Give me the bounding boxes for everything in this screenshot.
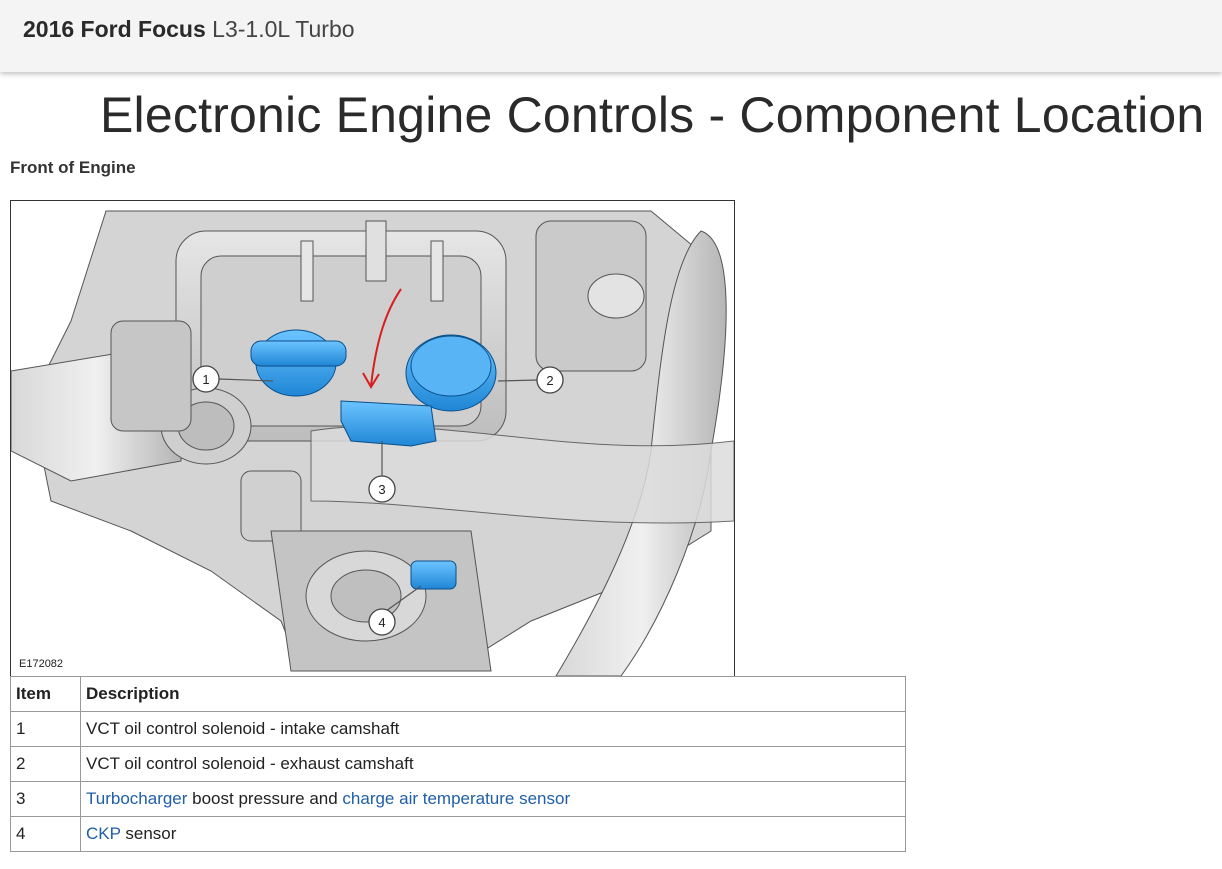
callout-2: 2 bbox=[536, 366, 564, 394]
callout-leaders bbox=[218, 378, 539, 612]
callout-label-4: 4 bbox=[378, 615, 385, 630]
item-description: VCT oil control solenoid - intake camsha… bbox=[80, 711, 906, 747]
callout-4: 4 bbox=[368, 608, 396, 636]
vehicle-engine: L3-1.0L Turbo bbox=[212, 16, 355, 42]
item-number: 3 bbox=[10, 781, 81, 817]
callout-label-2: 2 bbox=[546, 373, 553, 388]
table-row: 1 VCT oil control solenoid - intake cams… bbox=[10, 711, 906, 747]
item-number: 4 bbox=[10, 816, 81, 852]
callout-3: 3 bbox=[368, 475, 396, 503]
vehicle-make-model: 2016 Ford Focus bbox=[23, 16, 206, 42]
item-description: VCT oil control solenoid - exhaust camsh… bbox=[80, 746, 906, 782]
top-bar: 2016 Ford Focus L3-1.0L Turbo bbox=[0, 0, 1222, 72]
component-table: Item Description 1 VCT oil control solen… bbox=[10, 676, 906, 852]
section-heading: Front of Engine bbox=[10, 158, 136, 177]
annotation-arrow bbox=[362, 288, 402, 389]
engine-diagram: 1 2 3 4 E172082 bbox=[10, 200, 735, 677]
ckp-link[interactable]: CKP bbox=[86, 824, 121, 843]
turbocharger-link[interactable]: Turbocharger bbox=[86, 789, 188, 808]
engine-illustration: 1 2 3 4 bbox=[11, 210, 734, 676]
charge-air-temperature-sensor-link[interactable]: charge air temperature sensor bbox=[342, 789, 571, 808]
item-description: Turbocharger boost pressure and charge a… bbox=[80, 781, 906, 817]
table-row: 2 VCT oil control solenoid - exhaust cam… bbox=[10, 746, 906, 782]
vehicle-title: 2016 Ford Focus L3-1.0L Turbo bbox=[23, 16, 355, 43]
callout-1: 1 bbox=[192, 365, 220, 393]
callout-label-1: 1 bbox=[202, 372, 209, 387]
intake-pipe bbox=[310, 230, 734, 676]
column-header-description: Description bbox=[80, 676, 906, 712]
description-text: sensor bbox=[120, 824, 177, 843]
item-number: 2 bbox=[10, 746, 81, 782]
item-number: 1 bbox=[10, 711, 81, 747]
item-description: CKP sensor bbox=[80, 816, 906, 852]
callout-label-3: 3 bbox=[378, 482, 385, 497]
table-row: 3 Turbocharger boost pressure and charge… bbox=[10, 781, 906, 817]
highlight-components bbox=[250, 329, 497, 590]
figure-code: E172082 bbox=[19, 658, 64, 670]
page-title: Electronic Engine Controls - Component L… bbox=[100, 87, 1205, 143]
table-header-row: Item Description bbox=[10, 676, 906, 712]
column-header-item: Item bbox=[10, 676, 81, 712]
description-text: boost pressure and bbox=[187, 789, 343, 808]
table-row: 4 CKP sensor bbox=[10, 816, 906, 852]
